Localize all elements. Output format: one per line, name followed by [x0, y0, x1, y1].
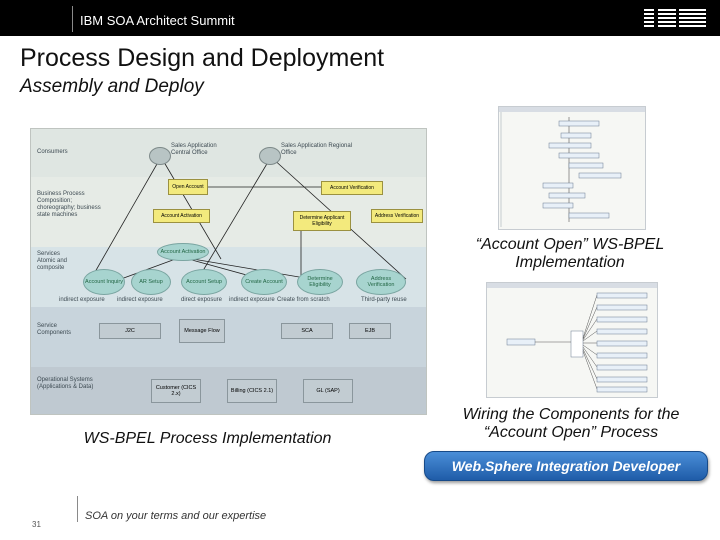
exposure-label-3: direct exposure: [181, 297, 223, 303]
billing-box: Billing (CICS 2.1): [227, 379, 277, 403]
create-account-node: Create Account: [241, 269, 287, 295]
gl-box: GL (SAP): [303, 379, 353, 403]
architecture-diagram: Consumers Sales Application Central Offi…: [30, 128, 427, 415]
wiring-thumbnail: [487, 283, 657, 393]
account-setup-node: Account Setup: [181, 269, 227, 295]
account-activation-node: Account Activation: [157, 243, 209, 261]
websphere-integration-developer-button[interactable]: Web.Sphere Integration Developer: [424, 451, 708, 481]
bpel-flow-thumbnail: [499, 107, 645, 227]
exposure-label-5: Create from scratch: [277, 297, 330, 303]
page-number: 31: [32, 520, 41, 529]
wiring-screenshot: [486, 282, 658, 398]
determine-eligibility-node: Determine Eligibility: [297, 269, 343, 295]
exposure-label-2: indirect exposure: [117, 297, 163, 303]
bpel-screenshot: [498, 106, 646, 230]
page-subtitle: Assembly and Deploy: [20, 76, 204, 97]
wiring-caption: Wiring the Components for the “Account O…: [462, 406, 680, 441]
footer-divider: [77, 496, 78, 522]
page-title: Process Design and Deployment: [20, 44, 385, 72]
header-bar: IBM SOA Architect Summit: [0, 0, 720, 36]
bpel-process-caption: WS-BPEL Process Implementation: [83, 430, 332, 447]
office-central-node: [149, 147, 171, 165]
event-brand: IBM SOA Architect Summit: [80, 13, 235, 28]
business-process-label: Business Process Composition; choreograp…: [37, 191, 101, 218]
exposure-label-6: Third-party reuse: [361, 297, 407, 303]
office-regional-label: Sales Application Regional Office: [281, 143, 353, 156]
ejb-box: EJB: [349, 323, 391, 339]
service-components-label: Service Components: [37, 323, 72, 336]
exposure-label-4: indirect exposure: [229, 297, 275, 303]
bpel-title-caption: “Account Open” WS-BPEL Implementation: [475, 236, 665, 271]
footer-tagline: SOA on your terms and our expertise: [85, 510, 267, 522]
footer-bar: [0, 496, 720, 540]
sca-box: SCA: [281, 323, 333, 339]
office-central-label: Sales Application Central Office: [171, 143, 217, 156]
open-account-box: Open Account: [168, 179, 208, 195]
header-divider: [72, 6, 73, 32]
message-flow-box: Message Flow: [179, 319, 225, 343]
eligibility-box: Determine Applicant Eligibility: [293, 211, 351, 231]
j2c-box: J2C: [99, 323, 161, 339]
ar-setup-node: AR Setup: [131, 269, 171, 295]
exposure-label-1: indirect exposure: [59, 297, 105, 303]
account-activation-box: Account Activation: [153, 209, 210, 223]
customer-box: Customer (CICS 2.x): [151, 379, 201, 403]
account-verification-box: Account Verification: [321, 181, 383, 195]
operational-systems-label: Operational Systems (Applications & Data…: [37, 377, 94, 390]
address-verification-box: Address Verification: [371, 209, 423, 223]
services-label: Services Atomic and composite: [37, 251, 68, 271]
account-inquiry-node: Account Inquiry: [83, 269, 125, 295]
address-verification-node: Address Verification: [356, 269, 406, 295]
ibm-logo-icon: [644, 8, 706, 30]
consumers-label: Consumers: [37, 149, 68, 155]
consumers-layer: [31, 129, 426, 177]
office-regional-node: [259, 147, 281, 165]
